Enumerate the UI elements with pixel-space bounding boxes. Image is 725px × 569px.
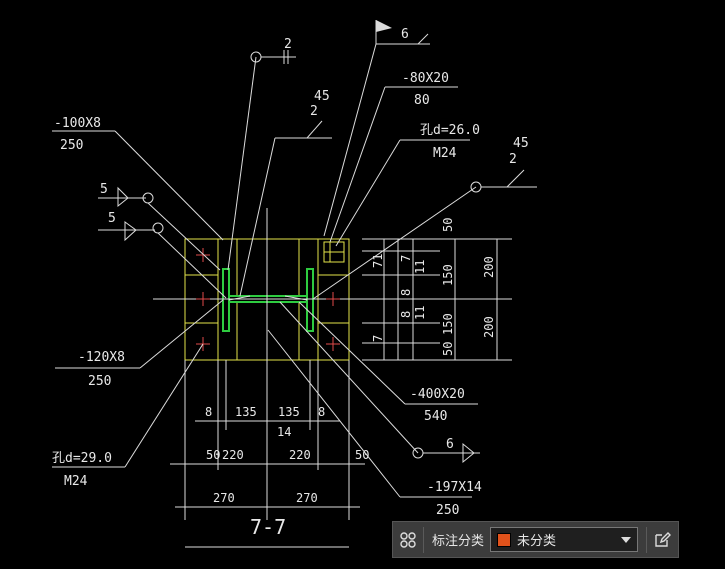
leader-lines	[52, 20, 537, 498]
dimension-lines	[170, 238, 512, 548]
annotation-toolbar: 标注分类 未分类	[392, 521, 679, 558]
section-title: 7-7	[250, 515, 286, 539]
callout-plate-top-length: 80	[414, 93, 430, 108]
dim-v-7-top: 7	[399, 255, 413, 262]
weld-size-right: 2	[509, 152, 517, 167]
dim-h-220-right: 220	[289, 448, 311, 462]
category-value: 未分类	[517, 533, 557, 548]
callout-bolt-bottom-size: M24	[64, 474, 88, 489]
dim-h-220-left: 220	[222, 448, 244, 462]
dim-v-150-bottom: 150	[441, 313, 455, 335]
category-select[interactable]: 未分类	[490, 527, 639, 552]
category-label: 标注分类	[432, 533, 485, 548]
toolbar-divider	[646, 526, 648, 553]
callout-plate-top-left-length: 250	[60, 138, 83, 153]
centre-lines	[153, 208, 390, 520]
dim-v-8-bottom: 8	[399, 311, 413, 318]
callout-bolt-top-hole: 孔d=26.0	[420, 123, 480, 138]
dim-v-71-top: 71	[371, 254, 385, 268]
dim-v-50-bottom: 50	[441, 342, 455, 356]
bolt-marks	[196, 248, 340, 351]
weld-size-top: 2	[310, 104, 318, 119]
weld-angle-top: 45	[314, 89, 330, 104]
chevron-down-icon	[621, 536, 632, 543]
category-color-swatch	[497, 532, 512, 547]
edit-icon[interactable]	[647, 525, 677, 555]
callout-plate-bottom-right-length: 250	[436, 503, 459, 518]
toolbar-divider	[423, 526, 424, 553]
callout-plate-top-left-spec: -100X8	[54, 116, 101, 131]
grid-icon[interactable]	[393, 525, 423, 555]
dim-h-8-left: 8	[205, 405, 212, 419]
weld-size-bottom: 6	[446, 437, 454, 452]
weld-size-flag: 6	[401, 27, 409, 42]
callout-plate-bottom-right-spec: -197X14	[427, 480, 482, 495]
callout-plate-right-length: 540	[424, 409, 447, 424]
dim-v-8-top: 8	[399, 289, 413, 296]
callout-bolt-bottom-hole: 孔d=29.0	[52, 451, 112, 466]
dim-h-50-right: 50	[355, 448, 369, 462]
weld-size-left-b: 5	[108, 211, 116, 226]
dim-h-270-right: 270	[296, 491, 318, 505]
dim-h-8-right: 8	[318, 405, 325, 419]
dim-v-200-top: 200	[482, 256, 496, 278]
dim-h-14: 14	[277, 425, 291, 439]
weld-angle-right: 45	[513, 136, 529, 151]
callout-plate-right-spec: -400X20	[410, 387, 465, 402]
dim-h-50-left: 50	[206, 448, 220, 462]
callout-plate-left-spec: -120X8	[78, 350, 125, 365]
dim-v-150-top: 150	[441, 264, 455, 286]
dim-v-200-bottom: 200	[482, 316, 496, 338]
dim-v-11-bottom: 11	[413, 306, 427, 320]
dim-h-135-right: 135	[278, 405, 300, 419]
dim-h-135-left: 135	[235, 405, 257, 419]
dim-h-270-left: 270	[213, 491, 235, 505]
callout-bolt-top-size: M24	[433, 146, 457, 161]
weld-size-top-left: 2	[284, 37, 292, 52]
dim-v-7-bottom: 7	[371, 335, 385, 342]
dim-v-50: 50	[441, 218, 455, 232]
weld-size-left-a: 5	[100, 182, 108, 197]
callout-plate-top-spec: -80X20	[402, 71, 449, 86]
dim-v-11-top: 11	[413, 260, 427, 274]
callout-plate-left-length: 250	[88, 374, 111, 389]
